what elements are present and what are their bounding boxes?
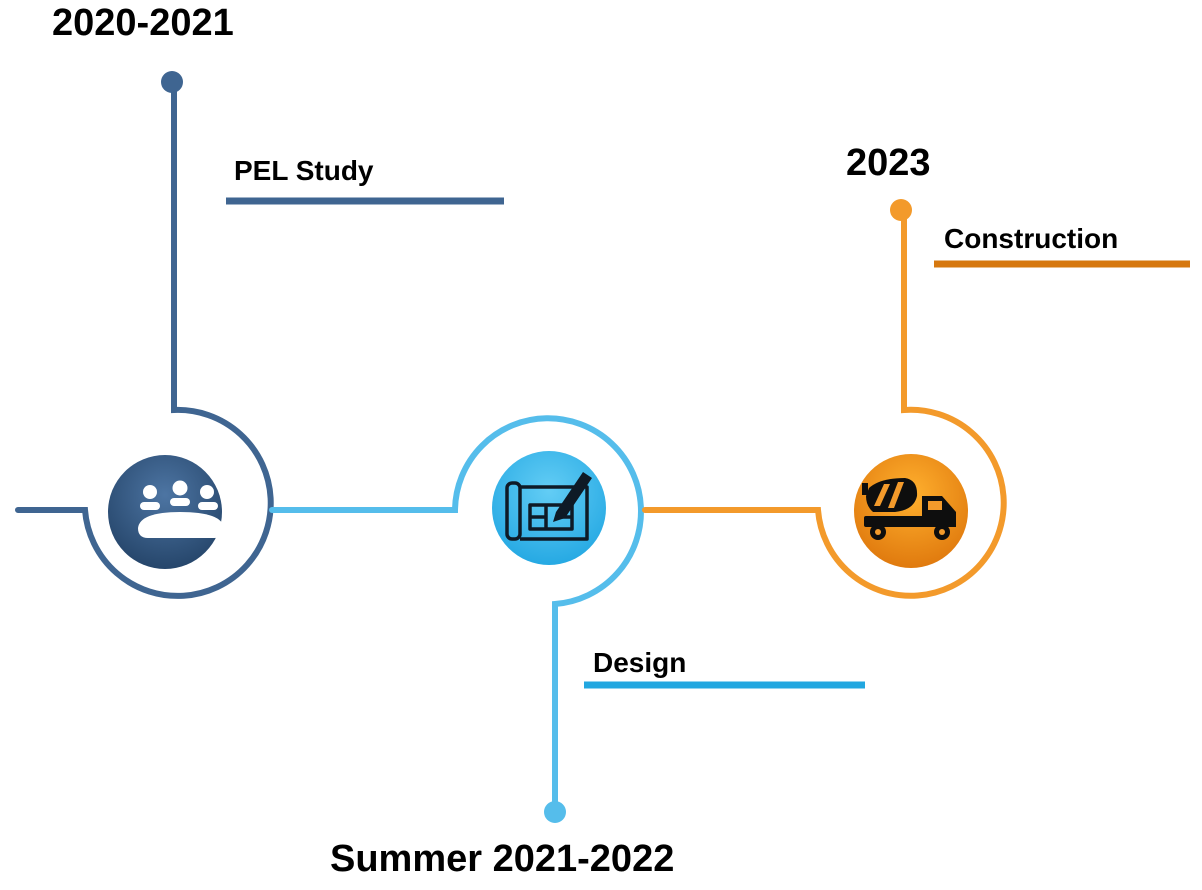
phase2-connector (269, 415, 644, 813)
milestone-date-2: Summer 2021-2022 (330, 838, 675, 880)
phase1-connector (15, 79, 274, 599)
meeting-people-icon (138, 480, 224, 538)
milestone-label-1: PEL Study (234, 155, 374, 186)
blueprint-pencil-icon (505, 481, 589, 541)
milestone-label-2: Design (593, 647, 687, 678)
phase1-endpoint-dot (161, 71, 183, 93)
milestone-date-3: 2023 (846, 142, 931, 184)
phase1-node (108, 455, 222, 569)
milestone-label-3: Construction (944, 223, 1119, 254)
phase3-connector (642, 209, 1007, 599)
phase2-node (492, 451, 606, 565)
milestone-date-1: 2020-2021 (52, 2, 234, 44)
phase2-endpoint-dot (544, 801, 566, 823)
phase3-endpoint-dot (890, 199, 912, 221)
